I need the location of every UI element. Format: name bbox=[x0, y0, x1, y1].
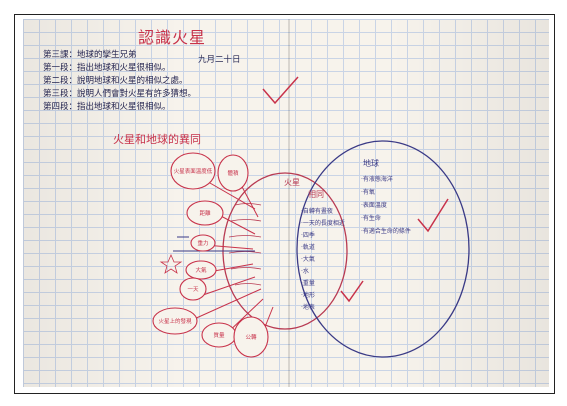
bubble-label: 體積 bbox=[227, 169, 239, 177]
shared-item: ·四季 bbox=[301, 231, 315, 239]
shared-item: ·地表 bbox=[301, 303, 315, 311]
shared-item: ·地形 bbox=[301, 291, 315, 299]
notebook-page: 認識火星 九月二十日 第三課：地球的孿生兄弟 第一段：指出地球和火星很相似。 第… bbox=[23, 19, 549, 387]
bubble-label: 大氣 bbox=[195, 266, 207, 274]
bubble-label: 火星表面溫度低 bbox=[174, 167, 213, 175]
mars-item-line bbox=[235, 284, 261, 286]
earth-item: ·有液態海洋 bbox=[361, 175, 393, 183]
venn-diagram: 火星 相同 地球 ·自轉有晝夜 ·一天的長度相近 ·四季 ·軌道 ·大氣 ·水 … bbox=[23, 19, 549, 387]
bubble-label: 距離 bbox=[199, 209, 211, 217]
earth-item: ·有氧 bbox=[361, 188, 375, 196]
earth-label: 地球 bbox=[363, 158, 379, 168]
shared-item: ·大氣 bbox=[301, 255, 315, 263]
star-icon bbox=[161, 255, 181, 273]
mars-item-line bbox=[231, 220, 261, 222]
shared-item: ·一天的長度相近 bbox=[301, 219, 345, 227]
shared-item: ·水 bbox=[301, 267, 309, 275]
earth-circle bbox=[297, 141, 469, 357]
bubble-label: 質量 bbox=[213, 331, 225, 339]
earth-item: ·有適合生命的條件 bbox=[361, 227, 411, 235]
bubble-label: 公轉 bbox=[245, 333, 257, 341]
bubble-label: 火星上的發現 bbox=[158, 317, 192, 325]
same-label: 相同 bbox=[308, 189, 324, 199]
mars-item-line bbox=[229, 236, 261, 238]
shared-item: ·軌道 bbox=[301, 243, 315, 251]
mars-item-line bbox=[231, 268, 261, 270]
check-mark-icon bbox=[418, 199, 448, 231]
earth-item: ·有生命 bbox=[361, 214, 381, 222]
bubble-label: 一天 bbox=[187, 286, 199, 293]
bubble-label: 重力 bbox=[197, 239, 208, 247]
check-mark-icon bbox=[263, 77, 298, 103]
earth-item: ·表面溫度 bbox=[361, 201, 387, 209]
mars-label: 火星 bbox=[284, 178, 300, 187]
shared-item: ·重量 bbox=[301, 279, 315, 287]
shared-item: ·自轉有晝夜 bbox=[301, 207, 333, 215]
check-mark-icon bbox=[341, 281, 363, 301]
mars-item-line bbox=[229, 252, 261, 254]
